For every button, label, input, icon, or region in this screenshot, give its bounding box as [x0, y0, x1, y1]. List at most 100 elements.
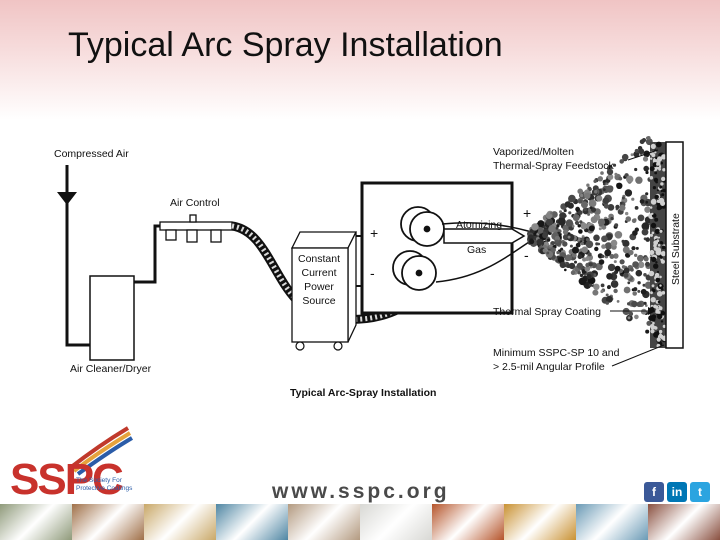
air-control-label: Air Control: [170, 197, 220, 209]
spray-particle: [606, 233, 613, 240]
spray-particle: [537, 220, 545, 228]
spray-particle: [585, 257, 590, 261]
twitter-icon[interactable]: t: [690, 482, 710, 502]
spray-particle: [643, 301, 647, 305]
spray-particle: [605, 293, 609, 297]
spray-particle: [585, 262, 590, 268]
coating-speck: [651, 314, 657, 320]
spray-particle: [564, 268, 567, 272]
coating-speck: [653, 304, 657, 309]
coating-speck: [661, 154, 667, 160]
texture-tile: [216, 504, 288, 540]
spray-particle: [581, 235, 585, 239]
spray-particle: [628, 249, 634, 256]
spray-particle: [571, 252, 577, 258]
spray-particle: [577, 188, 583, 195]
coating-speck: [649, 166, 655, 172]
texture-tile: [576, 504, 648, 540]
spray-particle: [588, 225, 595, 232]
spray-particle: [566, 233, 575, 242]
spray-particle: [571, 224, 575, 228]
facebook-icon[interactable]: f: [644, 482, 664, 502]
texture-tile: [504, 504, 576, 540]
coating-speck: [653, 326, 657, 329]
spray-particle: [565, 219, 574, 227]
spray-particle: [616, 300, 620, 303]
website-url[interactable]: www.sspc.org: [272, 480, 450, 503]
spray-particle: [580, 222, 588, 230]
coating-speck: [655, 261, 658, 264]
spray-particle: [536, 226, 544, 234]
spray-particle: [546, 251, 550, 255]
spray-particle: [639, 199, 645, 204]
spray-particle: [634, 253, 638, 257]
power-source-label-line2: Current: [301, 267, 336, 279]
spray-particle: [549, 244, 553, 248]
spray-particle: [621, 153, 629, 161]
steel-substrate: [665, 141, 684, 349]
spray-plume: [527, 136, 653, 334]
spray-particle: [615, 204, 620, 210]
spray-particle: [542, 248, 547, 253]
coating-speck: [660, 189, 663, 193]
spray-particle: [639, 139, 645, 145]
spray-particle: [600, 171, 604, 175]
linkedin-icon[interactable]: in: [667, 482, 687, 502]
social-icons: f in t: [644, 482, 710, 502]
spray-particle: [587, 252, 592, 257]
spray-particle: [646, 136, 651, 140]
air-control-manifold: [159, 214, 233, 243]
spray-particle: [562, 241, 568, 247]
spray-particle: [618, 176, 623, 181]
coating-speck: [656, 189, 659, 192]
spray-particle: [559, 212, 567, 220]
spray-particle: [622, 246, 630, 254]
spray-particle: [559, 261, 566, 269]
spray-particle: [645, 170, 649, 175]
spray-particle: [580, 193, 584, 198]
spray-particle: [578, 229, 583, 234]
spray-particle: [557, 256, 565, 264]
spray-particle: [643, 273, 647, 277]
spray-particle: [623, 272, 629, 278]
spray-particle: [635, 269, 643, 277]
spray-particle: [613, 288, 618, 294]
spray-particle: [577, 254, 583, 260]
spray-particle: [637, 281, 641, 285]
spray-particle: [578, 210, 583, 215]
slide-title: Typical Arc Spray Installation: [68, 26, 503, 64]
spray-particle: [593, 234, 600, 242]
spray-particle: [633, 218, 637, 222]
spray-particle: [574, 260, 577, 264]
spray-particle: [642, 283, 646, 287]
spray-particle: [568, 194, 576, 203]
spray-particle: [607, 204, 615, 211]
coating-speck: [651, 284, 655, 288]
spray-particle: [637, 261, 645, 269]
spray-particle: [643, 165, 649, 172]
gun-plus-sign: +: [370, 225, 378, 241]
coating-speck: [662, 188, 667, 193]
spray-particle: [634, 167, 638, 172]
spray-particle: [587, 212, 591, 216]
spray-particle: [605, 301, 609, 305]
spray-particle: [614, 223, 619, 228]
coating-speck: [650, 297, 656, 303]
spray-particle: [645, 304, 648, 307]
spray-particle: [623, 267, 630, 274]
spray-particle: [550, 247, 556, 253]
coating-speck: [656, 337, 661, 342]
spray-particle: [588, 187, 592, 191]
spray-particle: [600, 283, 605, 288]
spray-particle: [593, 179, 597, 183]
coating-speck: [650, 222, 657, 229]
coating-speck: [660, 161, 663, 165]
power-source-cabinet: [290, 231, 358, 351]
spray-particle: [606, 295, 613, 303]
spray-particle: [601, 235, 608, 243]
air-cleaner-dryer: [89, 275, 135, 361]
spray-particle: [602, 188, 606, 192]
spray-particle: [575, 242, 581, 248]
header-band: [0, 0, 720, 120]
texture-tile: [648, 504, 720, 540]
